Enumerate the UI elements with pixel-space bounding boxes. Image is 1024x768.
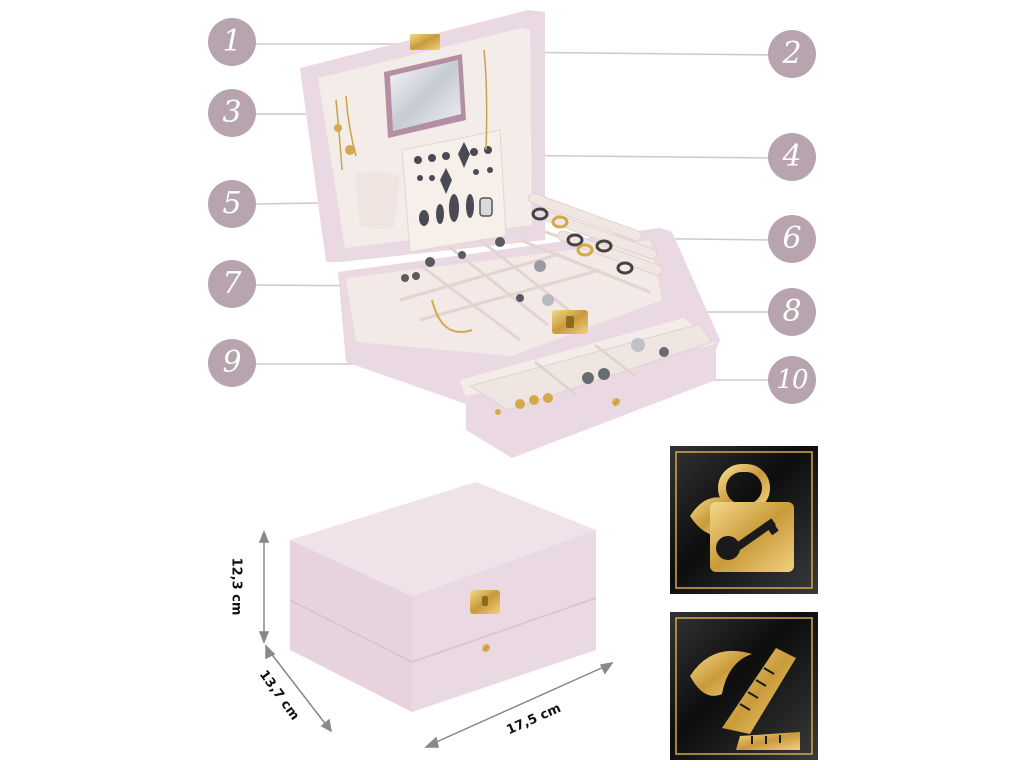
callout-2: 2 (768, 30, 816, 78)
callout-10: 10 (768, 356, 816, 404)
callout-5: 5 (208, 180, 256, 228)
callout-1: 1 (208, 18, 256, 66)
callout-7: 7 (208, 260, 256, 308)
callout-3: 3 (208, 89, 256, 137)
callout-4: 4 (768, 133, 816, 181)
measuring-ruler-icon (670, 612, 818, 760)
lock-key-icon (670, 446, 818, 594)
callout-8: 8 (768, 288, 816, 336)
callout-6: 6 (768, 215, 816, 263)
closed-jewelry-box (289, 482, 597, 712)
dimension-lines (258, 529, 614, 748)
open-jewelry-box (300, 10, 720, 458)
callout-9: 9 (208, 339, 256, 387)
height-dimension-label: 12,3 cm (228, 557, 244, 616)
